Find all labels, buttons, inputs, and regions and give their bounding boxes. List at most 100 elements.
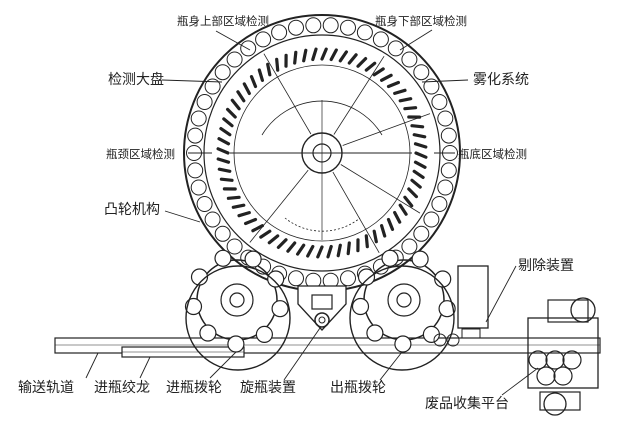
leader-reject [485,265,517,323]
clamp-tooth [286,241,297,253]
infeed-wheel-pockets [184,249,289,353]
outfeed-star-wheel [351,249,456,353]
clamp-tooth [306,244,315,258]
radial-line [249,169,309,243]
clamp-tooth [259,229,272,239]
clamp-tooth [217,167,232,173]
clamp-tooth [412,133,427,139]
labels: 瓶身上部区域检测 瓶身下部区域检测 检测大盘 雾化系统 瓶颈区域检测 瓶底区域检… [18,14,574,412]
reject-device-nozzle [461,328,481,339]
radial-guide-lines [249,53,431,253]
clamp-tooth [326,244,333,259]
clamp-tooth [386,217,395,231]
clamp-tooth [413,160,427,169]
label-atomizer: 雾化系统 [473,72,529,88]
clamp-tooth [226,195,241,200]
clamp-tooth [275,57,280,72]
clamp-tooth [242,82,251,96]
leader-waste [501,367,539,396]
bottle-pocket [413,225,430,242]
clamp-tooth [407,187,418,199]
clamp-tooth [231,203,246,209]
clamp-tooth [226,107,237,119]
clamp-tooth [249,74,258,89]
clamp-tooth [293,50,298,65]
clamp-tooth [217,137,231,146]
lower-sweep-arc [284,217,361,232]
leader-disc [161,79,223,83]
clamp-tooth [236,90,246,103]
wheel-pocket [394,335,412,353]
wheel-pocket [227,335,245,353]
clamp-tooth [403,195,414,208]
clamp-tooth [380,224,387,238]
bottle-pocket [437,179,454,196]
infeed-star-wheel [184,249,289,353]
bottle-pocket [288,270,304,287]
bottle-pocket [196,94,213,110]
clamp-tooth [372,229,378,244]
label-rotator: 旋瓶装置 [240,380,296,396]
bottle-pocket [356,24,373,41]
reject-roller-1 [433,333,447,347]
wheel-pocket [366,324,384,342]
bottle-pocket [423,211,440,228]
wheel-pocket [438,300,456,318]
bottle-pocket [190,110,207,127]
bottle-pocket [423,78,440,95]
rotator-box [311,294,333,310]
rotator-knob-inner [318,316,326,324]
bottle-pocket [305,17,322,34]
clamp-tooth [266,62,272,77]
reject-device-body [457,265,489,329]
label-conveyor: 输送轨道 [18,380,74,396]
leader-outfeed [379,351,403,381]
label-screw: 进瓶绞龙 [94,379,150,396]
radial-line [342,113,431,146]
outfeed-wheel-pockets [351,249,456,353]
reject-roller-2 [446,333,460,347]
clamp-tooth [393,88,407,96]
wheel-pocket [184,297,203,316]
clamp-tooth [410,178,422,189]
clamp-tooth [219,177,234,182]
clamp-tooth [329,48,338,62]
clamp-tooth [398,203,408,216]
conveyor-track [54,337,601,354]
bottle-pocket [401,51,418,68]
bottle-pocket [240,40,257,57]
clamp-tooth [398,97,413,103]
wheel-pocket [434,270,452,288]
label-big-disc: 检测大盘 [108,71,164,88]
clamp-tooth [237,211,251,218]
leader-upper [215,30,251,51]
clamp-tooth [216,157,231,164]
clamp-tooth [257,68,264,82]
clamp-tooth [403,106,418,111]
wheel-pocket [244,250,262,268]
bottle-pocket [204,78,221,95]
wheel-pocket [267,270,285,288]
bottle-pocket [372,31,389,48]
bottle-pocket [204,211,221,228]
bottle-pocket [190,179,207,196]
clamp-tooth [336,243,342,258]
clamp-tooth [338,50,348,63]
clamp-tooth [364,234,369,249]
wheel-pocket [199,324,217,342]
clamp-tooth [267,234,280,245]
leader-lower [399,29,433,51]
clamp-tooth [311,47,318,62]
wheel-pocket [411,250,429,268]
clamp-tooth [216,147,230,155]
clamp-tooth [412,169,425,179]
label-upper-region: 瓶身上部区域检测 [177,14,269,28]
bottle-pocket [187,127,204,144]
bottle-pocket [431,196,448,212]
leader-atomizer [421,79,469,83]
clamp-tooth [413,142,428,149]
radial-line [332,171,380,253]
radial-line [333,55,385,135]
label-reject: 剔除装置 [518,258,574,274]
